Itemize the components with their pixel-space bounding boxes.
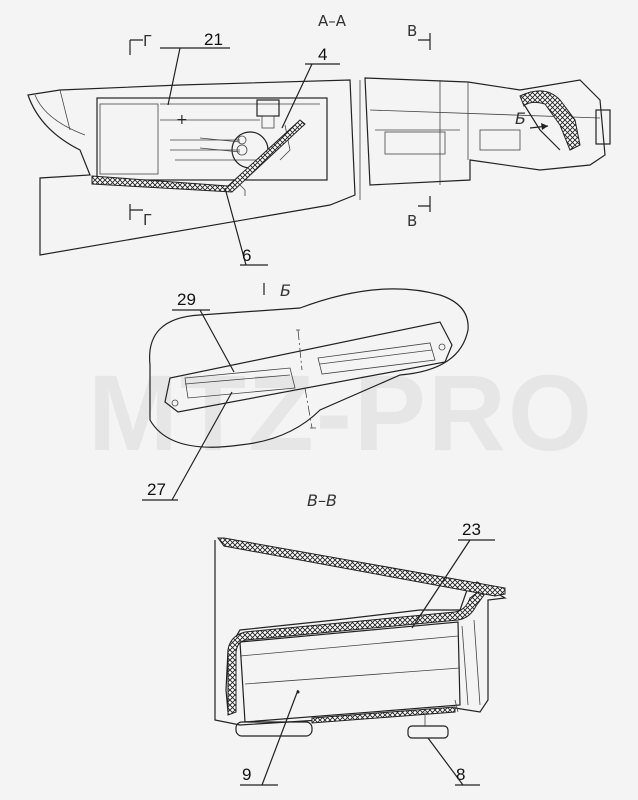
view-b: Б 29 27	[142, 281, 469, 501]
svg-text:+: +	[176, 112, 188, 128]
section-v-v-label: В–В	[307, 491, 337, 510]
section-v-v: В–В 23 9 8	[214, 491, 507, 786]
view-b-label: Б	[280, 281, 291, 300]
callout-9: 9	[242, 765, 251, 784]
leader-9	[240, 689, 299, 786]
cut-mark-g-bottom	[129, 204, 143, 220]
watermark: MTZ-PRO	[88, 352, 594, 473]
hatched-wall-6	[91, 119, 306, 193]
section-a-a: А–А Г Г + Б	[27, 12, 611, 266]
slot-plate	[164, 321, 453, 413]
cut-mark-v-top	[418, 33, 431, 50]
foot-left	[235, 721, 313, 737]
cut-v-top-label: В	[407, 22, 417, 40]
callout-4: 4	[318, 45, 327, 64]
leader-21	[160, 47, 230, 106]
callout-29: 29	[177, 290, 196, 309]
callout-21: 21	[204, 30, 223, 49]
hatched-bottom-strip	[311, 706, 456, 724]
leader-29	[172, 309, 235, 373]
leader-27	[142, 391, 233, 501]
component-4-body	[256, 99, 280, 117]
hatched-panel-right	[519, 90, 581, 151]
callout-23: 23	[462, 520, 481, 539]
leader-8	[427, 737, 480, 786]
cut-mark-g-top	[129, 39, 143, 55]
grille-outline	[149, 288, 469, 448]
leader-4	[281, 63, 340, 129]
callout-27: 27	[147, 480, 166, 499]
section-a-a-label: А–А	[318, 12, 347, 30]
foot-8	[407, 725, 449, 739]
callout-8: 8	[456, 765, 465, 784]
left-housing-outline	[27, 79, 356, 256]
leader-23	[411, 539, 495, 629]
cut-mark-v-bottom	[418, 196, 431, 212]
cut-g-bottom-label: Г	[143, 211, 152, 229]
hatched-top-panel	[217, 537, 506, 597]
arrow-b-label: Б	[515, 109, 526, 128]
cut-g-top-label: Г	[143, 32, 152, 50]
callout-6: 6	[242, 246, 251, 265]
inner-box	[96, 97, 328, 181]
leader-6	[224, 187, 268, 266]
right-housing-outline	[364, 77, 606, 186]
cut-v-bottom-label: В	[407, 212, 417, 230]
inner-tray-9	[239, 621, 461, 723]
